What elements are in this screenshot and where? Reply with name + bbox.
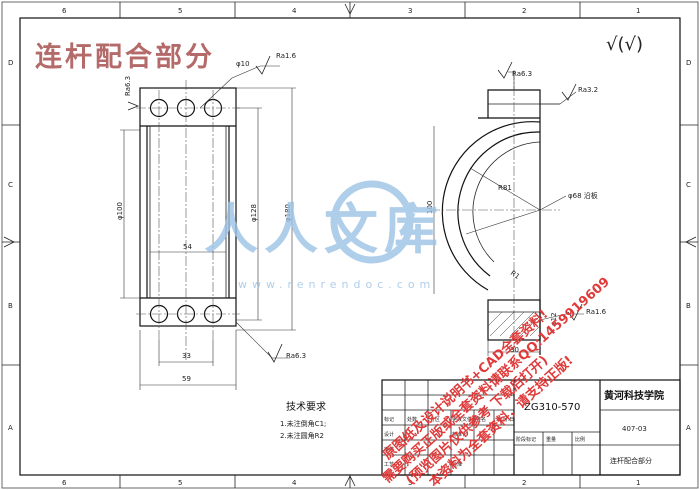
dim-54: 54: [183, 243, 192, 251]
tb-row-label: 设计: [384, 431, 394, 438]
column-numbers-top: 6 5 4 3 2 1: [62, 7, 640, 15]
surface-symbol-text: √(√): [606, 34, 643, 55]
dim-r81: R81: [498, 184, 512, 192]
dim-ra-top-right: Ra6.3: [512, 70, 532, 78]
zone-letter: C: [8, 181, 13, 189]
dim-ra-lower: Ra1.6: [586, 308, 607, 316]
dim-phi100: φ100: [116, 202, 124, 220]
tb-drawing-no: ZG310-570: [524, 402, 580, 413]
left-body-outline: [139, 87, 237, 327]
col-number: 2: [522, 479, 526, 487]
outer-arc: [441, 121, 541, 291]
tb-header-cell: 分区: [430, 416, 440, 423]
tb-code: 407-03: [622, 425, 647, 433]
tb-part-name: 连杆配合部分: [610, 456, 652, 465]
tb-school: 黄河科技学院: [604, 389, 664, 402]
dim-phi180: φ180: [284, 204, 292, 222]
title-block: 标记 处数 分区 更改文件号 签名 年.月.日 设计 审核 工艺 标准化 批准 …: [381, 379, 681, 476]
dim-phi128: φ128: [250, 204, 258, 222]
general-roughness-symbol: √(√): [606, 34, 643, 55]
zone-letter: A: [686, 424, 691, 432]
tb-header-cell: 处数: [407, 416, 417, 423]
dim-phi12: φ12: [550, 312, 558, 326]
tech-notes-title: 技术要求: [286, 400, 326, 413]
col-number: 3: [408, 7, 412, 15]
dim-phi68: φ68 沿板: [568, 191, 598, 200]
hatch: [487, 311, 541, 337]
col-number: 1: [636, 479, 640, 487]
watermark-text: 人人文库: [204, 198, 444, 261]
inner-arc-1: [457, 131, 541, 277]
tb-row-label: 批准: [452, 461, 462, 468]
watermark-url: www.renrendoc.com: [238, 278, 435, 291]
zone-letter: C: [686, 181, 691, 189]
dim-phi10: φ10: [236, 60, 250, 68]
dim-59: 59: [182, 375, 191, 383]
col-number: 4: [292, 7, 297, 15]
zone-letter: B: [8, 302, 13, 310]
dim-33: 33: [182, 352, 191, 360]
dim-ra-left: Ra6.3: [124, 76, 132, 96]
dim-ra-right: Ra3.2: [578, 86, 598, 94]
zone-letter: B: [686, 302, 691, 310]
tb-stage-cell: 比例: [575, 436, 585, 443]
overlay-title: 连杆配合部分: [35, 41, 215, 73]
tb-stage-cell: 重量: [546, 436, 556, 443]
col-number: 4: [292, 479, 297, 487]
tech-notes: 技术要求 1.未注倒角C1; 2.未注圆角R2: [280, 400, 326, 440]
dim-ra-top: Ra1.6: [276, 52, 297, 60]
tb-row-label: 工艺: [384, 462, 394, 468]
zone-letters: D C B A D C B A: [8, 59, 691, 432]
tb-header-cell: 签名: [476, 416, 486, 423]
column-numbers-bottom: 6 5 4 3 2 1: [62, 479, 640, 487]
tb-header-cell: 标记: [384, 416, 394, 423]
dim-100: 100: [426, 201, 434, 214]
inner-arc-2: [472, 141, 541, 263]
tb-row-label: 审核: [384, 446, 394, 453]
title-block-frame: [381, 379, 681, 476]
tb-row-label: 标准化: [452, 431, 467, 438]
dim-r1: R1: [509, 269, 521, 281]
right-view: R81 φ68 沿板 100 R1 φ12 Ra6.3 Ra3.2 Ra1.6 …: [426, 61, 607, 360]
tb-header-cell: 年.月.日: [496, 416, 514, 423]
dim-30: 30: [510, 346, 519, 354]
dim-ra-bottom: Ra6.3: [286, 352, 306, 360]
col-number: 3: [408, 479, 412, 487]
tb-stage-cell: 阶段标记: [516, 436, 536, 443]
zone-letter: A: [8, 424, 13, 432]
col-number: 2: [522, 7, 526, 15]
tb-header-cell: 更改文件号: [452, 416, 477, 423]
zone-letter: D: [8, 59, 13, 67]
col-number: 6: [62, 7, 67, 15]
col-number: 5: [178, 7, 182, 15]
col-number: 1: [636, 7, 640, 15]
tech-note-2: 2.未注圆角R2: [280, 431, 324, 440]
col-number: 6: [62, 479, 67, 487]
zone-letter: D: [686, 59, 691, 67]
tech-note-1: 1.未注倒角C1;: [280, 419, 326, 428]
left-view: φ10 Ra1.6 Ra6.3 φ100 φ128 φ180 54 33 59: [116, 52, 306, 390]
watermark: 人人文库 www.renrendoc.com: [204, 180, 444, 291]
watermark-circle: [330, 180, 414, 264]
col-number: 5: [178, 479, 182, 487]
red-stamp-overlay: 原图纸及设计说明书+CAD全套资料! 需要购买正版或全套资料请联系QQ:1459…: [379, 274, 612, 490]
